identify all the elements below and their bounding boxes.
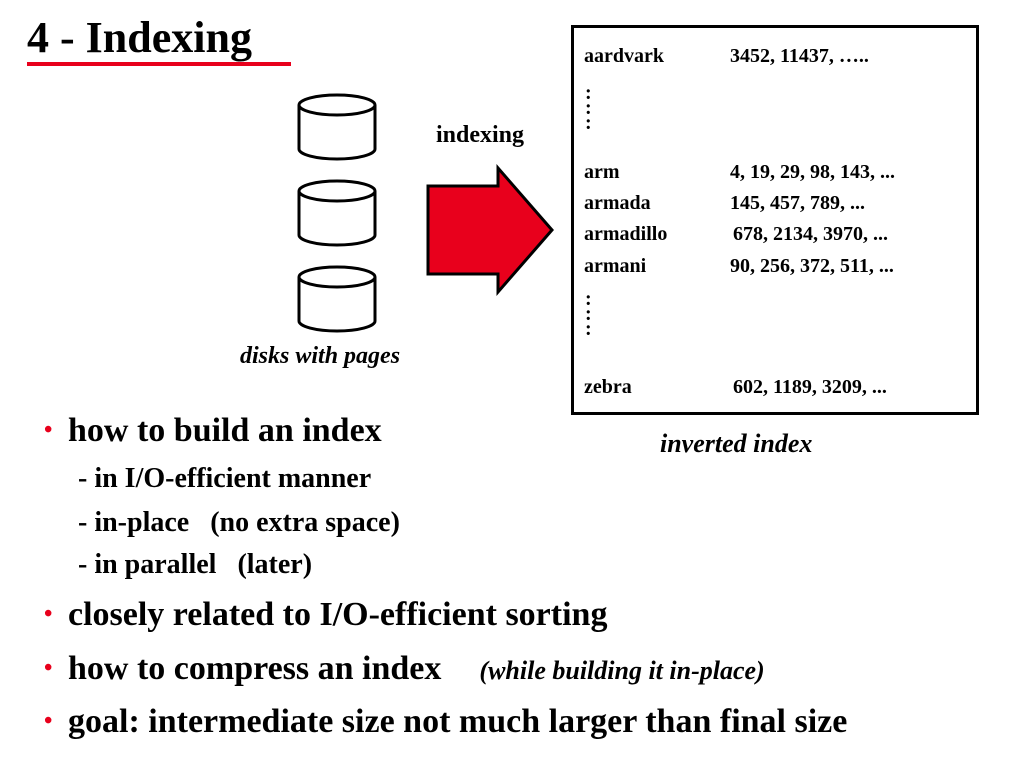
disk-icon [297, 93, 377, 161]
sub-bullet: - in-place (no extra space) [78, 507, 400, 538]
index-term: arm [584, 161, 620, 183]
ellipsis-dots: : : : [585, 288, 592, 340]
bullet-icon: • [44, 601, 53, 627]
bullet-text: closely related to I/O-efficient sorting [68, 596, 608, 633]
bullet-icon: • [44, 708, 53, 734]
bullet-note: (while building it in-place) [479, 656, 765, 685]
index-term: zebra [584, 376, 632, 398]
sub-bullet: - in parallel (later) [78, 549, 313, 580]
index-postings: 3452, 11437, ….. [730, 45, 869, 67]
bullet-item: • how to compress an index (while building… [44, 648, 765, 691]
bullet-text: how to build an index [68, 412, 382, 449]
sub-bullet: - in I/O-efficient manner [78, 463, 372, 494]
bullet-icon: • [44, 655, 53, 681]
index-term: armadillo [584, 223, 668, 245]
bullet-text: how to compress an index [68, 650, 442, 687]
bullet-item: • closely related to I/O-efficient sortin… [44, 594, 607, 635]
index-term: armada [584, 192, 651, 214]
index-term: armani [584, 255, 647, 277]
bullet-text: goal: intermediate size not much larger … [68, 703, 848, 740]
right-arrow-icon [426, 164, 554, 296]
inverted-index-box [571, 25, 979, 415]
indexing-label: indexing [436, 122, 525, 148]
bullet-item: • goal: intermediate size not much larger… [44, 701, 847, 742]
disks-caption: disks with pages [240, 343, 401, 369]
title-underline [27, 62, 291, 66]
index-postings: 90, 256, 372, 511, ... [730, 255, 894, 277]
page-title: 4 - Indexing [27, 13, 252, 62]
index-postings: 678, 2134, 3970, ... [733, 223, 888, 245]
bullet-item: • how to build an index [44, 410, 382, 451]
index-term: aardvark [584, 45, 664, 67]
inverted-index-caption: inverted index [660, 429, 813, 458]
index-postings: 145, 457, 789, ... [730, 192, 865, 214]
disk-icon [297, 179, 377, 247]
index-postings: 602, 1189, 3209, ... [733, 376, 887, 398]
index-postings: 4, 19, 29, 98, 143, ... [730, 161, 895, 183]
bullet-icon: • [44, 417, 53, 443]
ellipsis-dots: : : : [585, 82, 592, 134]
disk-icon [297, 265, 377, 333]
